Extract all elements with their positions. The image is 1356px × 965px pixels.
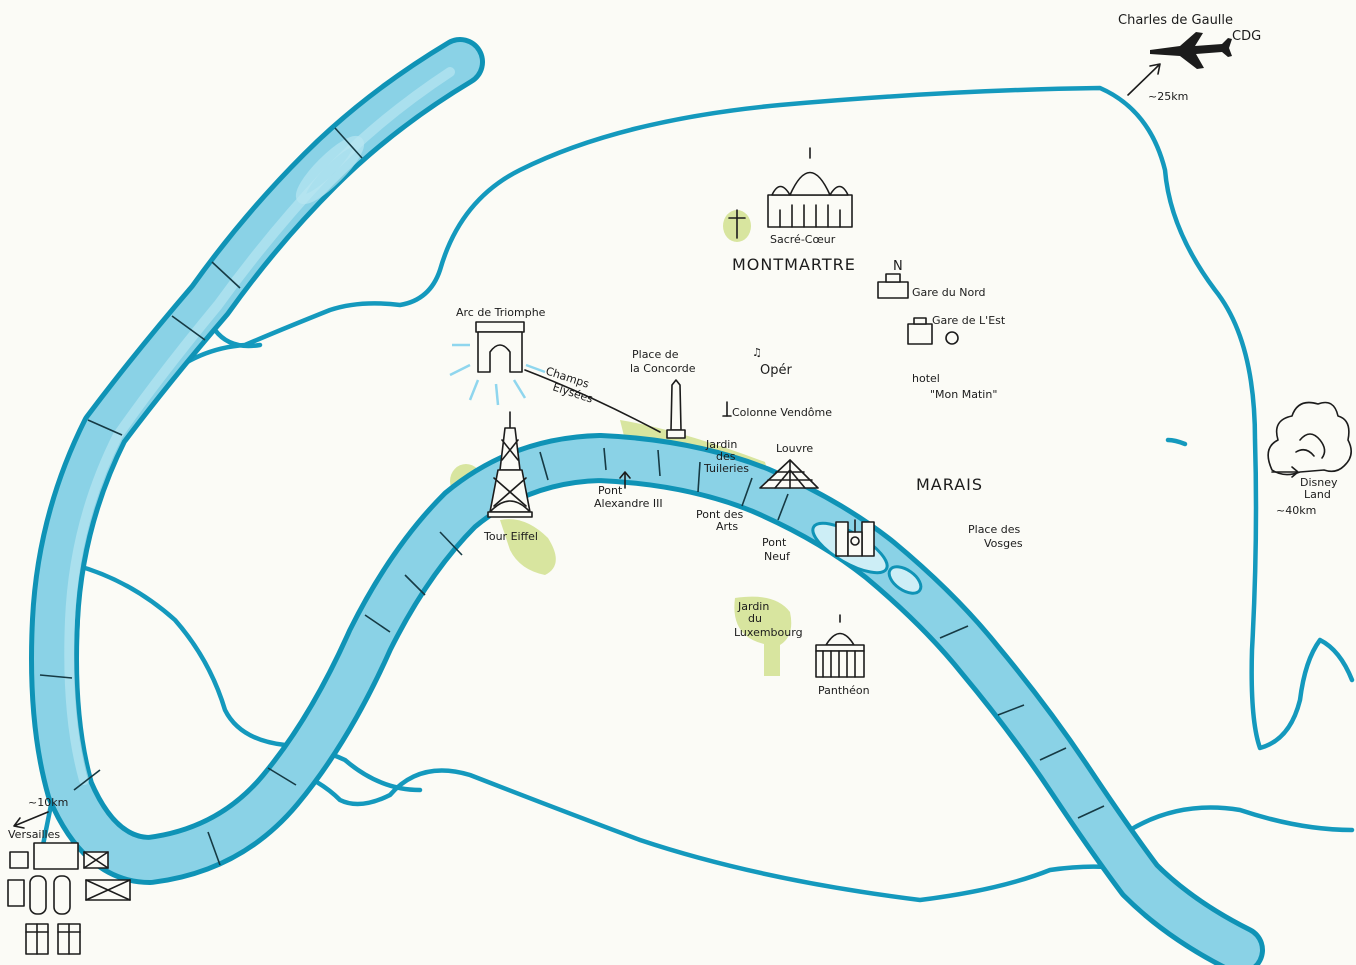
sacre-coeur-label: Sacré-Cœur: [770, 233, 836, 246]
versailles-group: ~10km Versailles: [7, 796, 131, 955]
versailles-label: Versailles: [8, 828, 60, 841]
notre-dame-icon: [835, 519, 875, 557]
eiffel-tower-icon: [487, 411, 533, 518]
concorde-group: Place de la Concorde: [630, 348, 696, 439]
cdg-label: Charles de Gaulle: [1118, 13, 1233, 28]
river-shine: [64, 67, 455, 785]
boundary-east: [1127, 805, 1355, 833]
vosges-group: Place des Vosges: [968, 523, 1023, 550]
boundary-west-inner: [212, 327, 263, 349]
louvre-label: Louvre: [776, 442, 813, 455]
pont-alexandre-label-2: Alexandre III: [594, 497, 663, 510]
gare-du-nord-label: Gare du Nord: [912, 286, 986, 299]
disney-label-2: Land: [1304, 488, 1331, 501]
sacre-coeur-icon: [767, 147, 853, 228]
tour-eiffel-group: Tour Eiffel: [483, 411, 538, 543]
versailles-distance-label: ~10km: [28, 796, 68, 809]
river-island-west: [295, 135, 365, 205]
pantheon-group: Panthéon: [815, 614, 870, 697]
luxembourg-label-1: Jardin: [737, 600, 769, 613]
louvre-group: Louvre: [759, 442, 819, 489]
train-station-icon: [877, 273, 909, 299]
park-tour-eiffel: [500, 519, 556, 575]
pantheon-icon: [815, 614, 865, 678]
versailles-palace-icon: [7, 842, 131, 955]
pont-alexandre-label-1: Pont: [598, 484, 623, 497]
opera-label: Opér: [760, 363, 792, 378]
vosges-label-2: Vosges: [984, 537, 1023, 550]
luxembourg-group: Jardin du Luxembourg: [734, 600, 803, 639]
pont-alexandre-group: Pont Alexandre III: [594, 471, 663, 510]
pont-neuf-label-2: Neuf: [764, 550, 791, 563]
louvre-pyramid-icon: [759, 459, 819, 489]
pantheon-label: Panthéon: [818, 684, 870, 697]
train-station-icon: [907, 317, 959, 345]
hotel-label-2: "Mon Matin": [930, 388, 997, 401]
hotel-group: hotel "Mon Matin": [912, 372, 997, 401]
opera-icon-mark: ♫: [752, 346, 762, 359]
montmartre-label: MONTMARTRE: [732, 255, 856, 274]
gare-du-nord-group: N Gare du Nord: [877, 259, 986, 299]
cdg-group: Charles de Gaulle CDG ~25km: [1118, 13, 1261, 103]
gare-du-nord-letter: N: [893, 259, 903, 274]
boundary-sw-loop: [72, 562, 423, 793]
pont-neuf-label-1: Pont: [762, 536, 787, 549]
vosges-label-1: Place des: [968, 523, 1020, 536]
sacre-coeur-group: Sacré-Cœur MONTMARTRE: [728, 147, 856, 274]
boundary-bridge-line: [1165, 437, 1188, 447]
disney-group: Disney Land ~40km: [1267, 401, 1352, 517]
opera-group: ♫ Opér: [752, 346, 792, 378]
marais-label: MARAIS: [916, 475, 983, 494]
pont-des-arts-label-2: Arts: [716, 520, 738, 533]
boundary-lower: [287, 767, 1163, 903]
ile-saint-louis: [887, 565, 923, 595]
cdg-code-label: CDG: [1232, 29, 1261, 44]
vendome-group: Colonne Vendôme: [722, 401, 832, 419]
tuileries-label-2: des: [716, 450, 736, 463]
arc-de-triomphe-group: Arc de Triomphe: [449, 306, 546, 406]
airplane-icon: [1150, 32, 1232, 69]
park-luxembourg: [734, 596, 792, 676]
hotel-label-1: hotel: [912, 372, 940, 385]
pont-neuf-group: Pont Neuf: [762, 536, 791, 563]
versailles-arrow: [13, 811, 49, 829]
champs-elysees-avenue: [524, 369, 661, 433]
cdg-arrow: [1127, 63, 1161, 96]
disney-castle-icon: [1267, 401, 1352, 476]
tuileries-group: Jardin des Tuileries: [703, 438, 749, 475]
concorde-label-1: Place de: [632, 348, 679, 361]
concorde-label-2: la Concorde: [630, 362, 696, 375]
cross-icon: [728, 209, 746, 239]
cdg-distance-label: ~25km: [1148, 90, 1188, 103]
luxembourg-label-3: Luxembourg: [734, 626, 803, 639]
gare-de-lest-group: Gare de L'Est: [907, 314, 1006, 345]
arc-glow: [449, 343, 546, 406]
gare-de-lest-label: Gare de L'Est: [932, 314, 1006, 327]
pont-des-arts-group: Pont des Arts: [696, 508, 744, 533]
tuileries-label-1: Jardin: [705, 438, 737, 451]
luxembourg-label-2: du: [748, 612, 762, 625]
disney-arrow: [1271, 466, 1299, 478]
tuileries-label-3: Tuileries: [703, 462, 749, 475]
disney-distance-label: ~40km: [1276, 504, 1316, 517]
tour-eiffel-label: Tour Eiffel: [483, 530, 538, 543]
river-water: [34, 42, 1260, 965]
bridges: [39, 127, 1105, 866]
obelisk-icon: [666, 379, 686, 439]
pont-des-arts-label-1: Pont des: [696, 508, 744, 521]
column-icon: [722, 401, 732, 417]
disney-label-1: Disney: [1300, 476, 1338, 489]
pont-alexandre-pointer: [619, 471, 631, 489]
vendome-label: Colonne Vendôme: [732, 406, 832, 419]
arc-de-triomphe-label: Arc de Triomphe: [456, 306, 546, 319]
arc-de-triomphe-icon: [475, 321, 525, 373]
